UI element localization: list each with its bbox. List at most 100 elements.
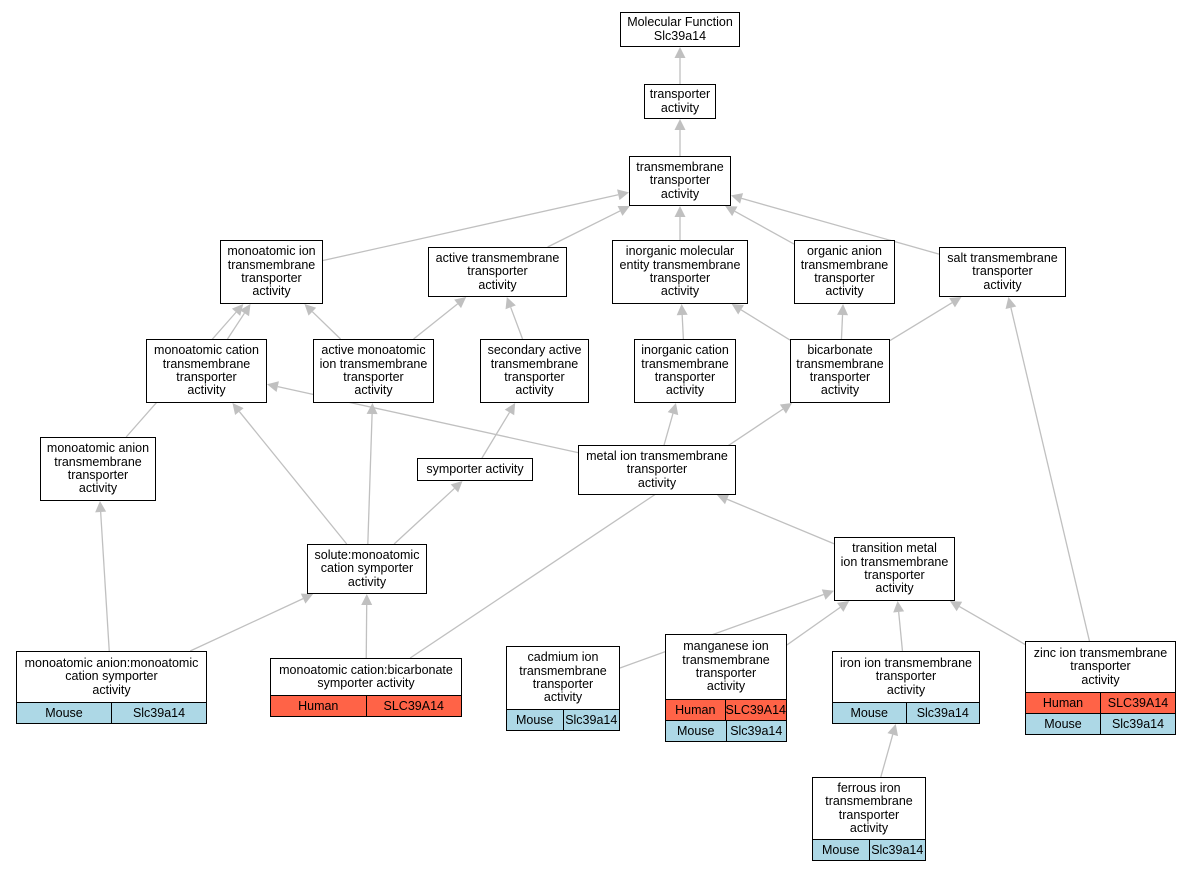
node-solute-monoatomic-cation-symporter[interactable]: solute:monoatomic cation symporter activ… bbox=[307, 544, 427, 594]
node-monoatomic-ion-transmembrane-transporter[interactable]: monoatomic ion transmembrane transporter… bbox=[220, 240, 323, 304]
node-label: active transmembrane transporter activit… bbox=[435, 251, 560, 292]
arrowhead bbox=[949, 297, 962, 308]
node-iron-ion-transporter[interactable]: iron ion transmembrane transporter activ… bbox=[832, 651, 980, 724]
node-organic-anion-transporter[interactable]: organic anion transmembrane transporter … bbox=[794, 240, 895, 304]
node-label: transition metal ion transmembrane trans… bbox=[840, 541, 949, 596]
arrowhead bbox=[231, 304, 244, 316]
node-label: monoatomic anion:monoatomic cation sympo… bbox=[24, 656, 199, 697]
node-cadmium-ion-transporter[interactable]: cadmium ion transmembrane transporter ac… bbox=[506, 646, 620, 731]
edge-active-to-tmt bbox=[547, 210, 621, 248]
arrowhead bbox=[361, 594, 373, 606]
edge-anion_cation-to-maa bbox=[100, 511, 110, 652]
node-inorganic-cation-transporter[interactable]: inorganic cation transmembrane transport… bbox=[634, 339, 736, 403]
arrowhead bbox=[779, 403, 793, 414]
arrowhead bbox=[725, 206, 738, 217]
arrowhead bbox=[837, 304, 849, 316]
node-label: bicarbonate transmembrane transporter ac… bbox=[796, 343, 884, 398]
edge-mai-to-tmt bbox=[322, 194, 619, 262]
node-secondary-active-transporter[interactable]: secondary active transmembrane transport… bbox=[480, 339, 589, 403]
node-label: Molecular Function Slc39a14 bbox=[627, 15, 733, 43]
node-molecular-function[interactable]: Molecular Function Slc39a14 bbox=[620, 12, 740, 47]
arrowhead bbox=[887, 724, 899, 737]
node-monoatomic-anion-transporter[interactable]: monoatomic anion transmembrane transport… bbox=[40, 437, 156, 501]
arrowhead bbox=[504, 403, 516, 416]
edge-org_anion-to-tmt bbox=[734, 210, 795, 245]
node-ferrous-iron-transporter[interactable]: ferrous iron transmembrane transporter a… bbox=[812, 777, 926, 861]
gene-cell: SLC39A14 bbox=[365, 696, 461, 716]
arrowhead bbox=[674, 206, 686, 217]
gene-cell: SLC39A14 bbox=[1100, 693, 1175, 713]
gene-cell: SLC39A14 bbox=[724, 700, 786, 720]
arrowhead bbox=[1005, 297, 1017, 309]
node-active-transmembrane-transporter[interactable]: active transmembrane transporter activit… bbox=[428, 247, 567, 297]
arrowhead bbox=[454, 297, 467, 309]
node-transition-metal-ion-transporter[interactable]: transition metal ion transmembrane trans… bbox=[834, 537, 955, 601]
edge-ferrous-to-iron bbox=[880, 734, 894, 778]
arrowhead bbox=[667, 403, 679, 416]
species-cell: Human bbox=[271, 696, 366, 716]
node-manganese-ion-transporter[interactable]: manganese ion transmembrane transporter … bbox=[665, 634, 787, 742]
edge-active_mai-to-mai bbox=[311, 311, 341, 340]
arrowhead bbox=[731, 193, 744, 204]
node-label: monoatomic ion transmembrane transporter… bbox=[227, 244, 316, 299]
edge-anion_cation-to-solute bbox=[189, 598, 304, 652]
node-label: symporter activity bbox=[426, 461, 524, 476]
node-metal-ion-transporter[interactable]: metal ion transmembrane transporter acti… bbox=[578, 445, 736, 495]
edge-zinc-to-salt bbox=[1010, 307, 1091, 642]
node-monoatomic-cation-transporter[interactable]: monoatomic cation transmembrane transpor… bbox=[146, 339, 267, 403]
gene-cell: Slc39a14 bbox=[111, 703, 206, 723]
node-label: secondary active transmembrane transport… bbox=[487, 343, 582, 398]
node-inorganic-molecular-entity-transporter[interactable]: inorganic molecular entity transmembrane… bbox=[612, 240, 748, 304]
node-transmembrane-transporter-activity[interactable]: transmembrane transporter activity bbox=[629, 156, 731, 206]
node-label: zinc ion transmembrane transporter activ… bbox=[1033, 646, 1168, 687]
edge-solute-to-symporter bbox=[393, 487, 455, 545]
edge-salt-to-tmt bbox=[741, 197, 940, 255]
node-label: monoatomic anion transmembrane transport… bbox=[46, 441, 150, 496]
node-label: transporter activity bbox=[649, 87, 711, 115]
gene-cell: Slc39a14 bbox=[725, 721, 786, 741]
species-cell: Mouse bbox=[833, 703, 906, 723]
node-label: active monoatomic ion transmembrane tran… bbox=[319, 343, 428, 398]
node-label: organic anion transmembrane transporter … bbox=[800, 244, 889, 299]
node-transporter-activity[interactable]: transporter activity bbox=[644, 84, 716, 119]
arrowhead bbox=[716, 494, 730, 505]
node-bicarbonate-transporter[interactable]: bicarbonate transmembrane transporter ac… bbox=[790, 339, 890, 403]
edge-sec_active-to-active bbox=[510, 307, 524, 340]
arrowhead bbox=[304, 304, 317, 316]
node-active-monoatomic-ion-transporter[interactable]: active monoatomic ion transmembrane tran… bbox=[313, 339, 434, 403]
edge-iron-to-transition bbox=[898, 611, 904, 652]
arrowhead bbox=[617, 205, 630, 216]
arrowhead bbox=[505, 297, 516, 310]
node-label: metal ion transmembrane transporter acti… bbox=[586, 449, 728, 490]
node-label: transmembrane transporter activity bbox=[636, 160, 724, 201]
arrowhead bbox=[617, 189, 629, 201]
node-label: cadmium ion transmembrane transporter ac… bbox=[519, 650, 607, 705]
node-monoatomic-anion-cation-symporter[interactable]: monoatomic anion:monoatomic cation sympo… bbox=[16, 651, 207, 724]
arrowhead bbox=[300, 593, 314, 604]
node-monoatomic-cation-bicarbonate-symporter[interactable]: monoatomic cation:bicarbonate symporter … bbox=[270, 658, 462, 717]
species-cell: Mouse bbox=[17, 703, 111, 723]
arrowhead bbox=[949, 601, 963, 612]
arrowhead bbox=[366, 403, 378, 415]
node-zinc-ion-transporter[interactable]: zinc ion transmembrane transporter activ… bbox=[1025, 641, 1176, 735]
edge-transition-to-metal bbox=[726, 498, 835, 545]
node-symporter-activity[interactable]: symporter activity bbox=[417, 458, 533, 481]
node-label: inorganic cation transmembrane transport… bbox=[641, 343, 729, 398]
arrowhead bbox=[232, 403, 244, 416]
species-cell: Mouse bbox=[507, 710, 563, 730]
node-salt-transmembrane-transporter[interactable]: salt transmembrane transporter activity bbox=[939, 247, 1066, 297]
edge-mac-to-mai bbox=[226, 312, 245, 340]
edge-zinc-to-transition bbox=[959, 605, 1026, 645]
arrowhead bbox=[450, 481, 463, 493]
edge-bicarb-to-salt bbox=[889, 302, 953, 342]
edge-active_mai-to-active bbox=[413, 303, 458, 340]
arrowhead bbox=[674, 47, 686, 58]
